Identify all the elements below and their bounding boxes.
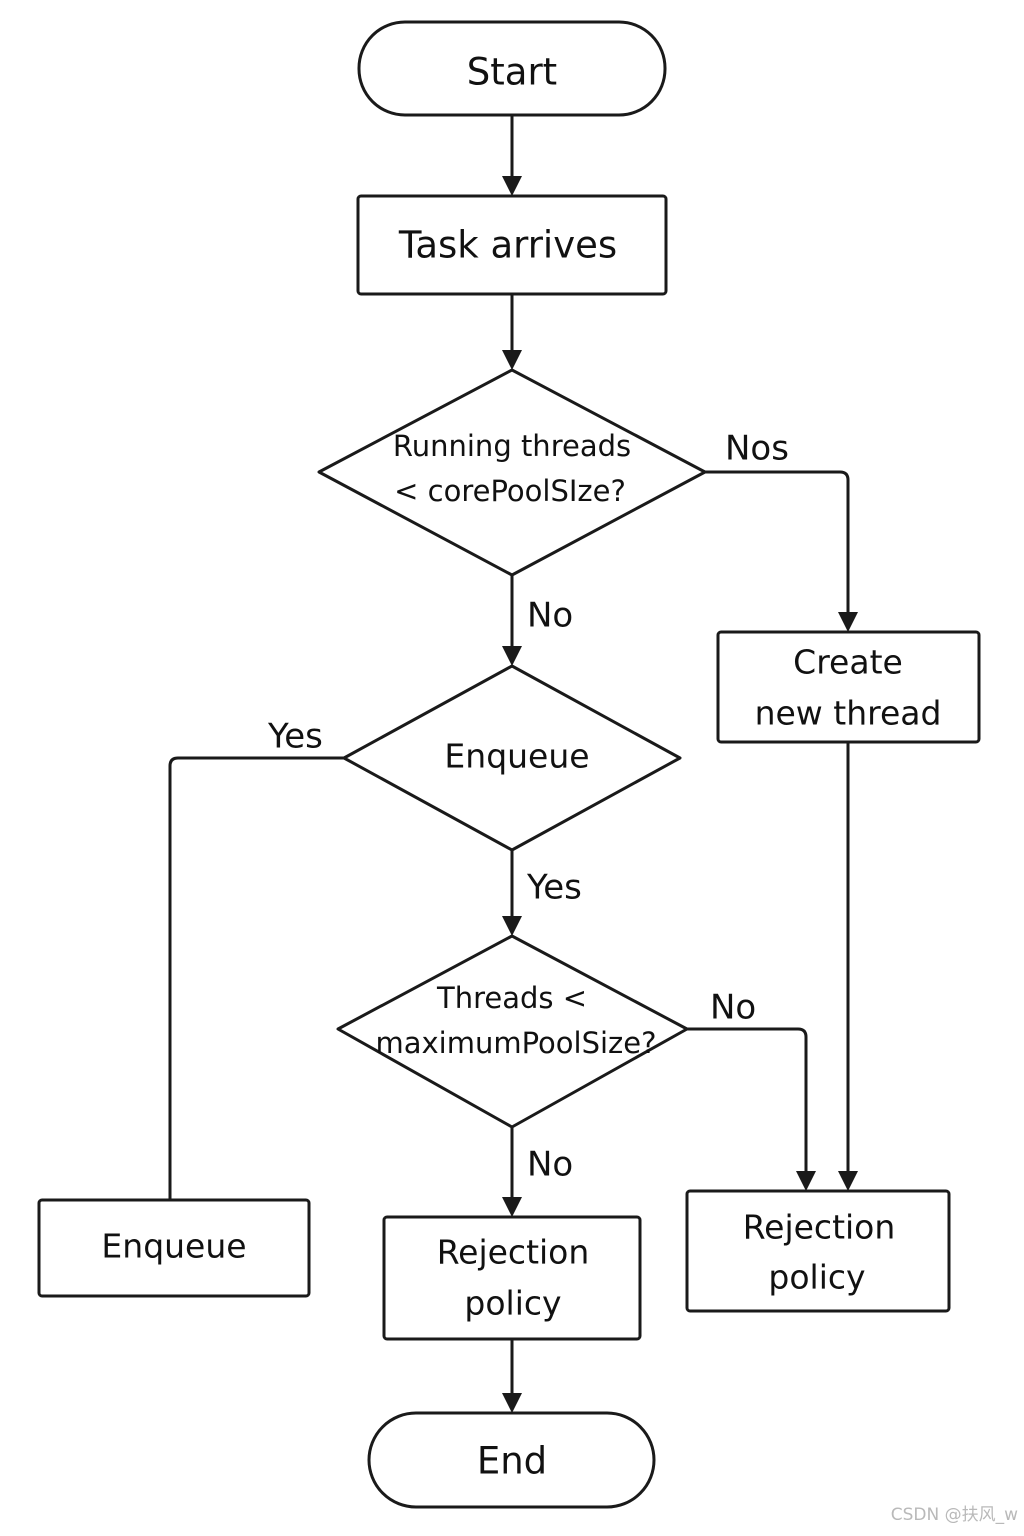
arrowhead — [796, 1171, 816, 1191]
arrowhead — [502, 1197, 522, 1217]
arrowhead — [502, 350, 522, 370]
rejection-policy-center-line2: policy — [464, 1284, 561, 1323]
end-label: End — [477, 1440, 547, 1483]
edge-core-decision-to-create-thread — [705, 470, 850, 612]
edge-label-enqueue-left: Yes — [267, 717, 323, 757]
edge-label-core-right: Nos — [725, 429, 789, 469]
edge-enqueue-decision-to-enqueue-box — [168, 756, 344, 1200]
create-thread-node: Create new thread — [716, 630, 981, 744]
start-label: Start — [467, 51, 557, 94]
rejection-policy-center-box — [382, 1215, 642, 1341]
arrowhead — [502, 1393, 522, 1413]
connectors — [168, 115, 858, 1413]
watermark-text: CSDN @扶风_w — [891, 1505, 1018, 1525]
edge-label-core-down: No — [527, 596, 573, 636]
rejection-policy-center-line1: Rejection — [437, 1233, 590, 1272]
create-thread-line1: Create — [793, 643, 903, 682]
enqueue-decision-diamond — [342, 664, 682, 852]
core-pool-decision-line1: Running threads — [393, 429, 631, 463]
max-pool-decision-diamond — [336, 934, 689, 1129]
edge-max-decision-to-rejection-right — [687, 1027, 808, 1171]
rejection-policy-right-node: Rejection policy — [685, 1189, 951, 1313]
enqueue-box — [37, 1198, 311, 1298]
core-pool-decision-diamond — [317, 368, 707, 577]
task-arrives-node: Task arrives — [356, 194, 668, 296]
edge-label-max-down: No — [527, 1145, 573, 1185]
enqueue-node: Enqueue — [37, 1198, 311, 1298]
start-terminal-shape — [357, 20, 667, 117]
core-pool-decision-line2: < corePoolSIze? — [394, 474, 626, 508]
arrowhead — [838, 612, 858, 632]
rejection-policy-right-box — [685, 1189, 951, 1313]
enqueue-decision-node: Enqueue — [342, 664, 682, 852]
task-arrives-label: Task arrives — [398, 224, 617, 267]
arrowhead — [502, 916, 522, 936]
arrowhead — [838, 1171, 858, 1191]
max-pool-decision-node: Threads < maximumPoolSize? — [336, 934, 689, 1129]
enqueue-decision-label: Enqueue — [444, 737, 589, 776]
edge-label-enqueue-down: Yes — [526, 868, 582, 908]
max-pool-decision-line2: maximumPoolSize? — [375, 1026, 656, 1060]
end-terminal-shape — [367, 1411, 656, 1509]
max-pool-decision-line1: Threads < — [436, 981, 587, 1015]
rejection-policy-right-line1: Rejection — [743, 1208, 896, 1247]
edge-labels: Nos No Yes Yes No No — [267, 429, 789, 1185]
rejection-policy-center-node: Rejection policy — [382, 1215, 642, 1341]
create-thread-line2: new thread — [755, 694, 942, 733]
rejection-policy-right-line2: policy — [768, 1258, 865, 1297]
start-node: Start — [357, 20, 667, 117]
end-node: End — [367, 1411, 656, 1509]
edge-label-max-right: No — [710, 988, 756, 1028]
task-arrives-box — [356, 194, 668, 296]
core-pool-decision-node: Running threads < corePoolSIze? — [317, 368, 707, 577]
enqueue-box-label: Enqueue — [101, 1227, 246, 1266]
create-thread-box — [716, 630, 981, 744]
arrowhead — [502, 176, 522, 196]
arrowhead — [502, 646, 522, 666]
